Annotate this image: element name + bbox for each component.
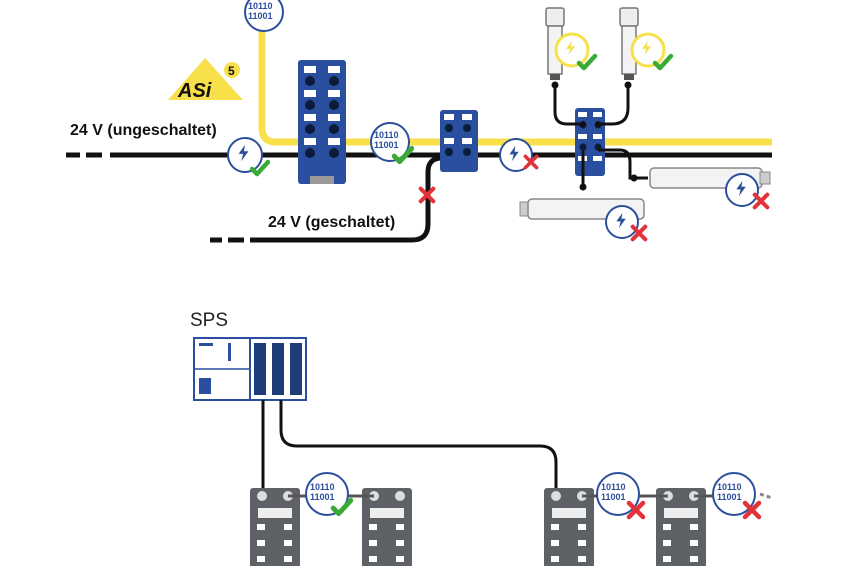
power-ok-badge (227, 137, 268, 174)
label-24v-switched: 24 V (geschaltet) (268, 214, 396, 231)
wire-dots (551, 81, 638, 191)
svg-text:10110: 10110 (374, 130, 399, 140)
asi-logo: ASi 5 (168, 58, 243, 102)
label-24v-unswitched: 24 V (ungeschaltet) (70, 122, 217, 139)
data-ok-badge: 10110 11001 (370, 122, 412, 162)
io-module-4 (656, 488, 706, 568)
svg-text:11001: 11001 (601, 492, 626, 502)
ethernet-cable-2 (279, 400, 558, 490)
svg-text:11001: 11001 (310, 492, 335, 502)
svg-text:10110: 10110 (601, 482, 626, 492)
label-sps: SPS (190, 310, 229, 331)
sensor-power-ok-2 (630, 32, 671, 68)
svg-text:11001: 11001 (717, 492, 742, 502)
proximity-sensor-2 (619, 7, 639, 80)
sensor-power-ok-1 (554, 32, 595, 68)
asi-master-module (298, 60, 346, 184)
svg-text:11001: 11001 (374, 140, 399, 150)
svg-text:ASi: ASi (177, 80, 212, 102)
sensor-wires (553, 85, 648, 185)
actuator-fail-badge-lower (605, 205, 645, 239)
asi-sensor-module (575, 108, 605, 176)
data-fail-badge-lower-1: 10110 11001 (596, 472, 643, 517)
asi-io-module-small (440, 110, 478, 172)
data-fail-badge-lower-2: 10110 11001 (712, 472, 759, 517)
svg-text:5: 5 (228, 64, 235, 78)
svg-text:10110: 10110 (717, 482, 742, 492)
power-fail-badge (499, 138, 539, 172)
io-module-1 (250, 488, 300, 568)
data-ok-badge-lower: 10110 11001 (305, 472, 351, 515)
io-module-2 (362, 488, 412, 568)
svg-text:10110: 10110 (310, 482, 335, 492)
io-module-3 (544, 488, 594, 568)
plc-sps (193, 337, 307, 401)
svg-text:10110: 10110 (248, 1, 273, 11)
svg-text:11001: 11001 (248, 11, 273, 21)
ethernet-link-dashed (759, 492, 773, 500)
asi-yellow-cable (258, 10, 760, 146)
actuator-fail-badge-right (725, 173, 767, 207)
binary-data-icon: 10110 11001 (244, 0, 284, 32)
